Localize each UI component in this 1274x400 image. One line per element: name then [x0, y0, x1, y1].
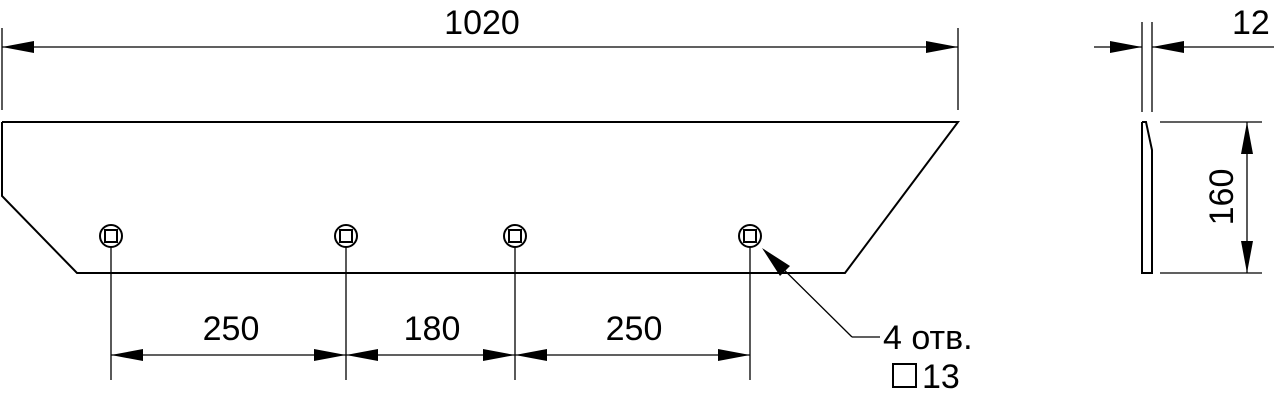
square-symbol	[892, 363, 917, 388]
arrowhead-right	[926, 41, 958, 53]
thickness-label: 12	[1232, 4, 1270, 42]
overall-length-label: 1020	[444, 4, 520, 42]
hole-count-label: 4 отв.	[883, 319, 973, 357]
hole-spacing-1-label: 250	[203, 310, 260, 348]
hole-spacing-dimensions: 250 180 250	[110, 247, 751, 380]
hole-spacing-2-label: 180	[404, 310, 461, 348]
mounting-hole-2	[334, 224, 358, 248]
mounting-hole-3	[503, 224, 527, 248]
overall-length-dimension: 1020	[1, 4, 959, 110]
hole-spacing-3-label: 250	[606, 310, 663, 348]
side-profile	[1141, 121, 1153, 274]
blade-outline	[1, 121, 960, 274]
leader-arrowhead	[762, 248, 790, 276]
side-view: 12 160	[1094, 4, 1274, 274]
hole-callout: 4 отв. 13	[762, 248, 973, 396]
height-label: 160	[1203, 169, 1241, 226]
height-dimension: 160	[1160, 121, 1262, 274]
mounting-hole-4	[738, 224, 762, 248]
arrowhead-left	[2, 41, 34, 53]
mounting-hole-1	[99, 224, 123, 248]
thickness-dimension: 12	[1094, 4, 1274, 112]
hole-size-label: 13	[922, 358, 960, 396]
